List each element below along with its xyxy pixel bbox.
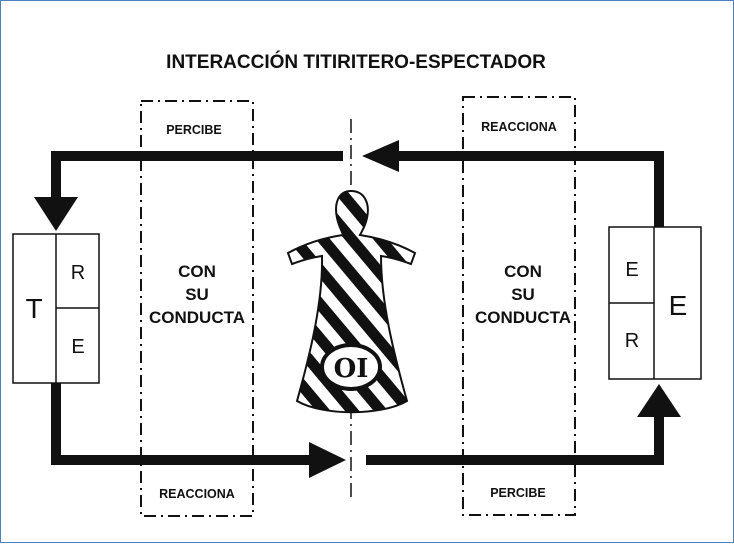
left-middle-line-2: SU — [185, 285, 209, 304]
right-middle-line-1: CON — [504, 262, 542, 281]
puppeteer-letter: T — [25, 293, 42, 324]
left-top-label: PERCIBE — [166, 123, 222, 137]
puppeteer-bottom-letter: E — [71, 336, 84, 358]
left-bottom-label: REACCIONA — [159, 487, 235, 501]
puppet-figure — [286, 189, 417, 414]
right-column-border — [462, 96, 576, 516]
top-left-line — [51, 151, 343, 201]
puppet-emblem-text: OI — [334, 354, 369, 384]
top-return-line — [397, 151, 664, 227]
left-middle-line-1: CON — [178, 262, 216, 281]
right-middle-line-2: SU — [511, 285, 535, 304]
diagram-title: INTERACCIÓN TITIRITERO-ESPECTADOR — [166, 51, 546, 73]
up-into-spectator-arrowhead — [637, 384, 681, 417]
bottom-right-line — [366, 414, 664, 465]
right-middle-line-3: CONDUCTA — [475, 308, 571, 327]
left-middle-line-3: CONDUCTA — [149, 308, 245, 327]
puppeteer-box — [12, 233, 100, 384]
top-center-arrowhead — [362, 140, 399, 172]
right-top-label: REACCIONA — [481, 120, 557, 134]
right-bottom-label: PERCIBE — [490, 486, 546, 500]
bottom-left-line — [51, 383, 313, 465]
spectator-bottom-letter: R — [625, 330, 639, 352]
puppeteer-top-letter: R — [71, 262, 85, 284]
spectator-box — [608, 226, 702, 380]
puppet-emblem — [320, 343, 382, 391]
spectator-letter: E — [669, 290, 688, 321]
down-into-puppeteer-arrowhead — [34, 197, 78, 231]
left-column-border — [140, 100, 254, 517]
spectator-top-letter: E — [625, 259, 638, 281]
bottom-center-arrowhead — [309, 442, 346, 478]
